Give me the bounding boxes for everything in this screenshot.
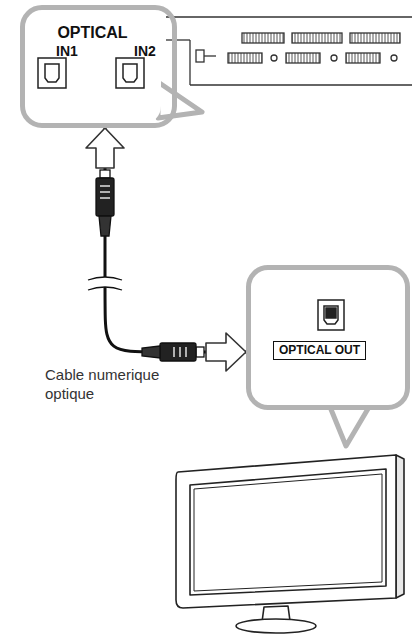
optical-port bbox=[45, 64, 59, 82]
jack-label: OPTICAL OUT bbox=[273, 341, 366, 360]
cable-break bbox=[88, 287, 122, 290]
soundbar-rear bbox=[166, 39, 190, 40]
optical-plug bbox=[100, 185, 110, 186]
optical-plug bbox=[196, 347, 204, 357]
optical-plug bbox=[96, 178, 114, 216]
soundbar-rear bbox=[292, 33, 342, 43]
optical-plug bbox=[179, 347, 180, 357]
soundbar-rear bbox=[242, 33, 284, 43]
optical-plug bbox=[100, 197, 110, 198]
optical-plug bbox=[160, 343, 196, 361]
callout-fill bbox=[24, 9, 161, 124]
optical-plug bbox=[100, 191, 110, 192]
soundbar-rear bbox=[190, 84, 412, 85]
optical-port bbox=[324, 306, 338, 324]
optical-plug bbox=[100, 170, 110, 178]
optical-port bbox=[38, 58, 344, 330]
soundbar-rear bbox=[204, 55, 216, 56]
soundbar-rear bbox=[189, 40, 190, 85]
soundbar-rear bbox=[271, 55, 277, 61]
cable-break bbox=[88, 277, 122, 280]
callout-fill bbox=[250, 269, 406, 406]
tv-set bbox=[176, 455, 404, 633]
optical-cable bbox=[105, 128, 246, 352]
optical-plug bbox=[173, 347, 174, 357]
optical-port bbox=[123, 64, 137, 82]
tv-set bbox=[176, 455, 396, 608]
optical-port bbox=[326, 308, 336, 318]
tv-set bbox=[194, 474, 382, 591]
optical-plug bbox=[142, 346, 160, 358]
cable-label: Cable numerique optique bbox=[43, 366, 187, 404]
cable-break bbox=[88, 277, 122, 290]
jack-label: IN1 bbox=[45, 44, 89, 59]
input-callout: OPTICAL IN1 IN2 bbox=[20, 5, 177, 128]
jack-label: IN2 bbox=[123, 44, 167, 59]
soundbar-rear bbox=[391, 55, 397, 61]
optical-port bbox=[116, 58, 144, 88]
soundbar-rear bbox=[331, 55, 337, 61]
optical-plug bbox=[96, 170, 204, 361]
optical-port bbox=[318, 300, 344, 330]
tv-set bbox=[190, 469, 386, 595]
callout-fill bbox=[24, 9, 406, 406]
soundbar-rear bbox=[166, 17, 412, 85]
soundbar-rear bbox=[228, 53, 262, 63]
optical-plug bbox=[99, 216, 111, 236]
optical-plug bbox=[185, 347, 186, 357]
soundbar-rear bbox=[350, 33, 400, 43]
tv-set bbox=[396, 455, 404, 598]
soundbar-rear bbox=[196, 50, 204, 62]
callout-tail bbox=[158, 82, 202, 118]
output-callout: OPTICAL OUT bbox=[246, 265, 410, 410]
soundbar-rear bbox=[166, 16, 412, 17]
cable-break bbox=[88, 277, 122, 290]
panel-heading: OPTICAL bbox=[25, 24, 160, 42]
soundbar-rear bbox=[346, 53, 380, 63]
tv-set bbox=[236, 619, 316, 633]
optical-port bbox=[38, 58, 66, 88]
soundbar-rear bbox=[286, 53, 320, 63]
